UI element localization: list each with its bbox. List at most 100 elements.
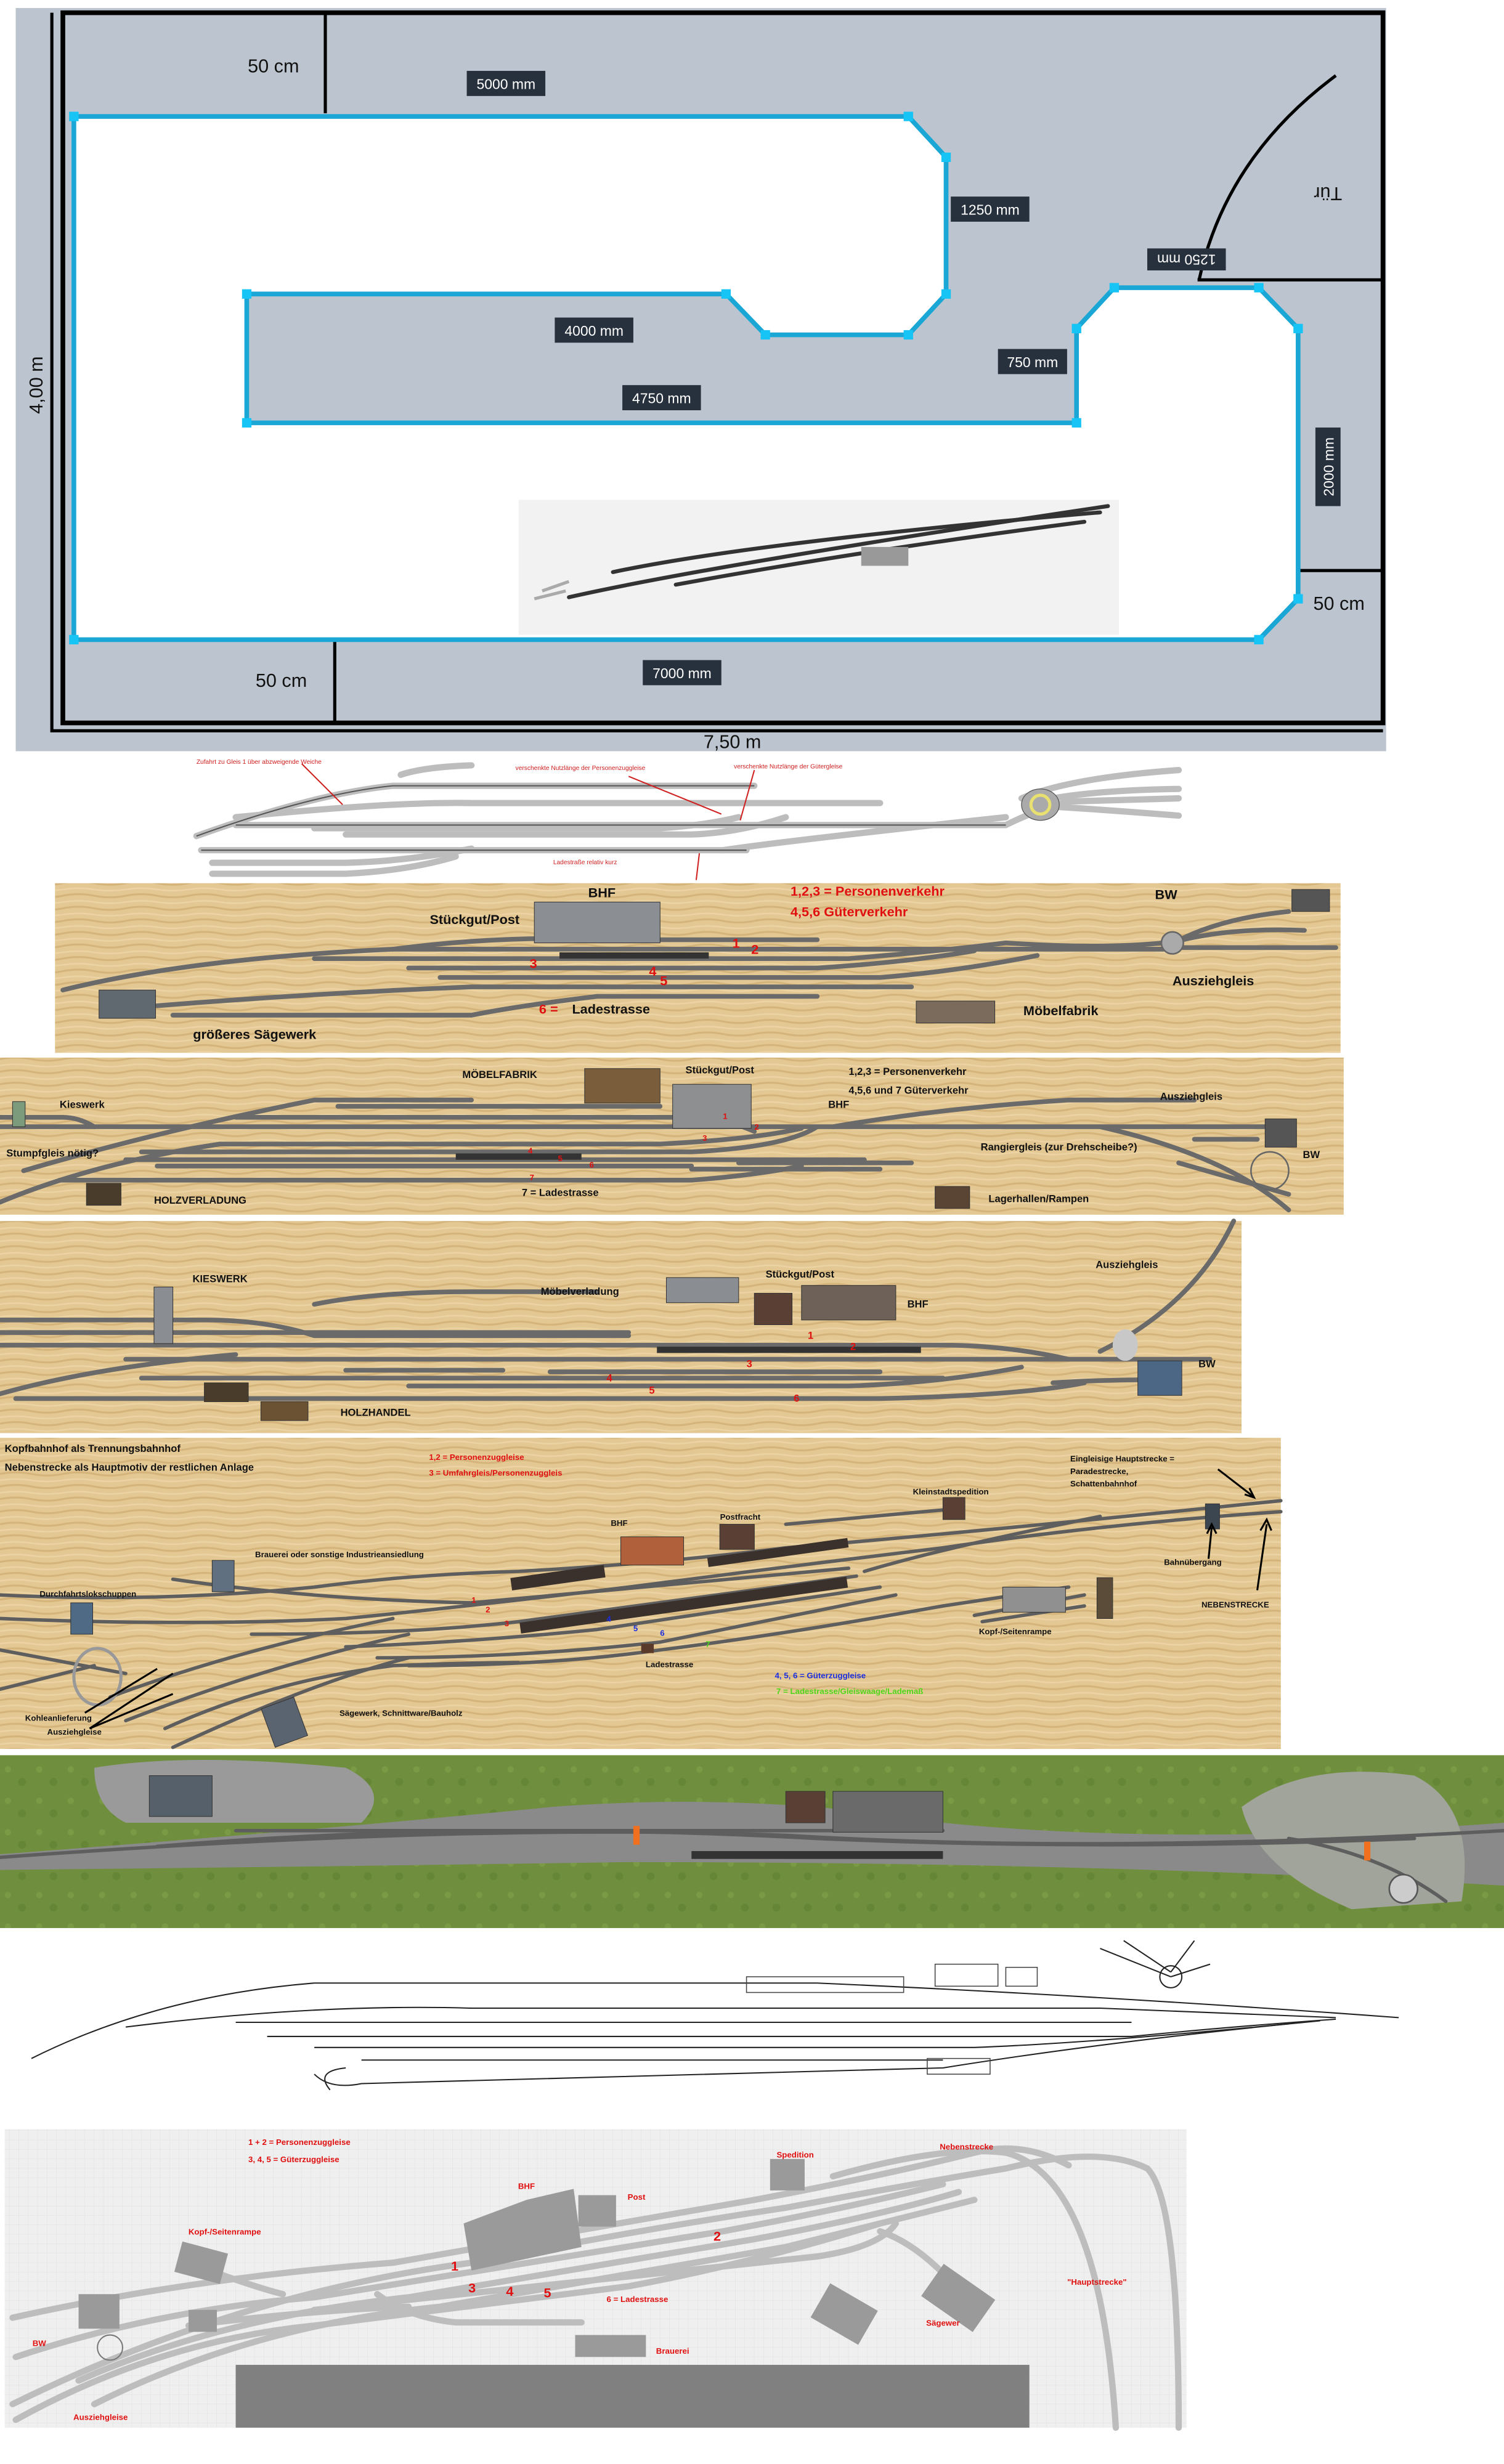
label-ausziehgleis: Ausziehgleis: [1095, 1259, 1158, 1271]
legend-umfahrgleis: 3 = Umfahrgleis/Personenzuggleis: [429, 1468, 562, 1477]
label-kohleanlieferung: Kohleanlieferung: [25, 1713, 92, 1722]
label-stumpfgleis: Stumpfgleis nötig?: [6, 1148, 99, 1159]
label-brauerei: Brauerei: [656, 2346, 689, 2356]
turntable-icon: [1159, 1965, 1183, 1988]
moebelverladung-building: [665, 1277, 739, 1303]
track-number-7: 7: [530, 1173, 534, 1182]
hauptstrecke-line-3: Schattenbahnhof: [1070, 1479, 1137, 1488]
variant-f-buildings: [78, 2158, 996, 2357]
legend-gueterzuggleise: 4, 5, 6 = Güterzuggleise: [774, 1671, 866, 1680]
label-bahnuebergang: Bahnübergang: [1164, 1558, 1222, 1567]
postfracht-building: [719, 1523, 755, 1550]
label-stueckgut: Stückgut/Post: [686, 1064, 755, 1076]
label-stueckgut: Stückgut/Post: [766, 1268, 835, 1280]
dim-bottom-length: 7000 mm: [643, 660, 722, 686]
variant-e-3d-view: [0, 1755, 1504, 1928]
note-zufahrt: Zufahrt zu Gleis 1 über abzweigende Weic…: [197, 759, 322, 766]
track-number-6: 6: [660, 1629, 664, 1638]
legend-personenverkehr: 1,2,3 = Personenverkehr: [848, 1066, 967, 1077]
track-number-5: 5: [633, 1624, 638, 1633]
track-number-5: 5: [558, 1154, 562, 1163]
label-lokschuppen: Durchfahrtslokschuppen: [39, 1589, 136, 1599]
svg-text:4000 mm: 4000 mm: [564, 323, 624, 339]
label-bhf: BHF: [518, 2181, 535, 2190]
label-brauerei: Brauerei oder sonstige Industrieansiedlu…: [255, 1550, 424, 1559]
label-bw: BW: [33, 2338, 47, 2348]
label-postfracht: Postfracht: [720, 1512, 761, 1522]
dim-inner-bottom: 4750 mm: [622, 385, 701, 410]
variant-f-tracks: [9, 2145, 1182, 2431]
track-number-2: 2: [486, 1605, 490, 1614]
embedded-track-image: [518, 500, 1120, 635]
label-hauptstrecke: "Hauptstrecke": [1067, 2277, 1127, 2287]
variant-f-plan: 1 + 2 = Personenzuggleise 3, 4, 5 = Güte…: [4, 2129, 1187, 2431]
track-plan-sketch: Zufahrt zu Gleis 1 über abzweigende Weic…: [157, 754, 1226, 880]
kieswerk-building: [153, 1286, 174, 1344]
title-line-1: Kopfbahnhof als Trennungsbahnhof: [5, 1443, 181, 1454]
lagerhalle-building: [935, 1186, 970, 1209]
bw-building: [1291, 889, 1330, 912]
svg-text:2000 mm: 2000 mm: [1320, 437, 1336, 496]
label-saegewerk: Sägewer: [926, 2318, 960, 2327]
bw-building: [1264, 1118, 1297, 1148]
track-number-1: 1: [808, 1329, 813, 1341]
label-ausziehgleis: Ausziehgleis: [1160, 1091, 1222, 1103]
turntable-icon: [1388, 1873, 1418, 1904]
variant-line-sketch: [0, 1932, 1504, 2113]
lokschuppen-building: [148, 1775, 213, 1817]
station-building: [620, 1536, 685, 1566]
label-ausziehgleise: Ausziehgleise: [47, 1727, 102, 1737]
label-ladestrasse: 7 = Ladestrasse: [522, 1186, 599, 1198]
note-ladestrasse: Ladestraße relativ kurz: [553, 859, 617, 866]
track-number-3: 3: [702, 1133, 707, 1143]
track-number-2: 2: [850, 1340, 856, 1352]
label-post: Post: [628, 2192, 646, 2202]
track-number-3: 3: [530, 955, 537, 971]
track-number-1: 1: [733, 935, 740, 950]
legend-personenzuggleise: 1,2 = Personenzuggleise: [429, 1453, 524, 1462]
room-walls: [50, 10, 1386, 732]
variant-c-tracks: [0, 1218, 1237, 1421]
svg-text:1250 mm: 1250 mm: [961, 201, 1020, 217]
track-number-4: 4: [607, 1615, 612, 1624]
variant-d-plan: Kopfbahnhof als Trennungsbahnhof Nebenst…: [0, 1438, 1283, 1749]
label-bw: BW: [1303, 1149, 1320, 1161]
rampe-building: [1002, 1586, 1066, 1613]
track-number-5: 5: [649, 1385, 654, 1396]
label-rampe: Kopf-/Seitenrampe: [979, 1627, 1052, 1636]
dim-notch-width: 750 mm: [998, 349, 1067, 375]
variant-c-plan: KIESWERK Möbelverladung Stückgut/Post BH…: [0, 1218, 1242, 1433]
svg-text:750 mm: 750 mm: [1007, 354, 1058, 370]
label-bhf: BHF: [828, 1098, 849, 1110]
label-ausziehgleise: Ausziehgleise: [73, 2412, 128, 2421]
station-building: [832, 1791, 943, 1833]
outline-handles[interactable]: [69, 111, 1303, 645]
clearance-bottom-left: 50 cm: [256, 670, 307, 691]
label-lagerhallen: Lagerhallen/Rampen: [988, 1193, 1089, 1205]
track-number-1: 1: [723, 1111, 727, 1121]
svg-text:7000 mm: 7000 mm: [652, 665, 712, 681]
moebelfabrik-building: [584, 1068, 661, 1104]
holzverladung-building: [86, 1183, 121, 1206]
label-moebelverladung: Möbelverladung: [541, 1286, 619, 1297]
label-bhf: BHF: [588, 885, 616, 901]
bw-building: [1137, 1360, 1182, 1396]
label-ladestrasse: Ladestrasse: [646, 1660, 693, 1669]
track-number-1: 1: [451, 2258, 458, 2274]
label-saegewerk: Sägewerk, Schnittware/Bauholz: [339, 1709, 463, 1718]
room-height-label: 4,00 m: [26, 356, 47, 414]
stueckgut-building: [754, 1292, 793, 1326]
track-number-4: 4: [649, 963, 656, 979]
table-obstacle: [235, 2365, 1030, 2428]
track-number-2: 2: [713, 2229, 721, 2244]
track-number-3: 3: [747, 1358, 752, 1369]
legend-gueterverkehr: 4,5,6 Güterverkehr: [791, 904, 908, 919]
clearance-top-left: 50 cm: [248, 56, 299, 77]
room-plan: 5000 mm 1250 mm 4000 mm 4750 mm 750 mm 2…: [15, 8, 1386, 752]
dim-inner-top: 4000 mm: [555, 317, 633, 343]
track-number-6: 6: [590, 1160, 594, 1169]
label-saegewerk: größeres Sägewerk: [193, 1026, 317, 1042]
track-number-5: 5: [660, 973, 667, 989]
label-holzverladung: HOLZVERLADUNG: [154, 1194, 246, 1206]
